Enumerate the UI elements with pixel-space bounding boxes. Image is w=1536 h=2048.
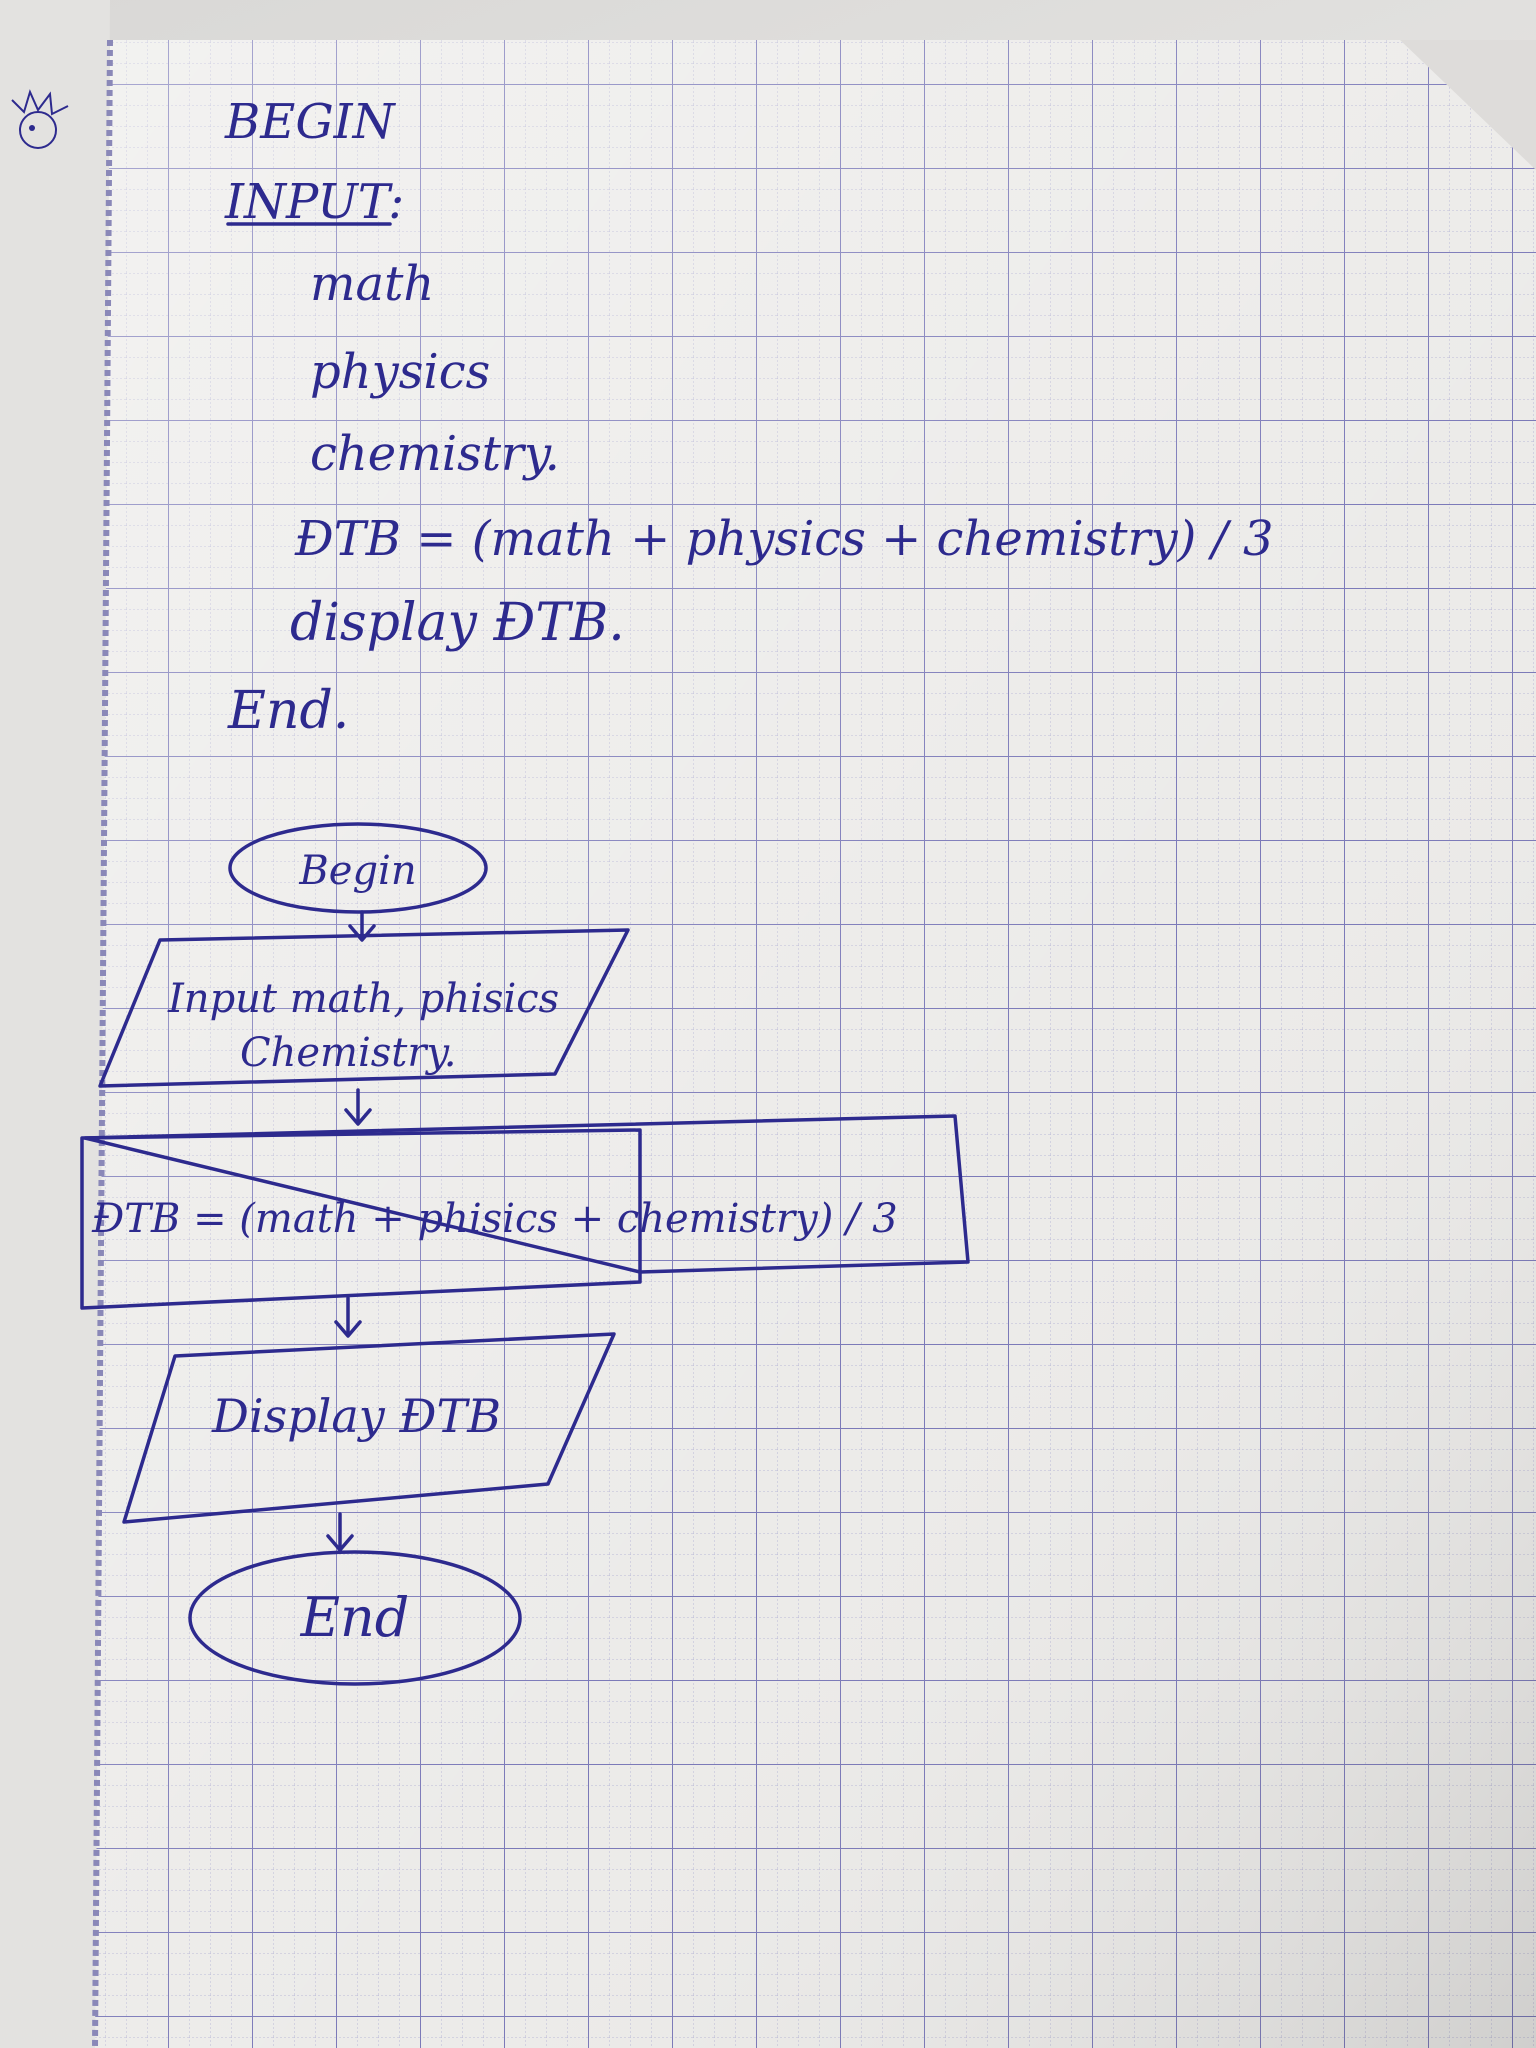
- flow-arrow-3: [334, 1296, 362, 1338]
- flow-arrow-2: [344, 1088, 372, 1126]
- flow-begin-label: Begin: [298, 848, 416, 894]
- page-corner: [1400, 40, 1536, 170]
- flow-output-label: Display ĐTB: [211, 1389, 501, 1443]
- flow-begin-terminal: Begin: [228, 822, 488, 914]
- flow-input-line1: Input math, phisics: [167, 976, 559, 1022]
- flow-arrow-1: [348, 910, 376, 942]
- flow-arrow-4: [326, 1512, 354, 1552]
- notebook-page: [92, 39, 1536, 2048]
- pseudo-formula: ĐTB = (math + physics + chemistry) / 3: [294, 511, 1274, 567]
- flow-input-parallelogram: Input math, phisics Chemistry.: [98, 928, 630, 1088]
- doodle-icon: [11, 89, 69, 149]
- flowchart: Begin Input math, phisics Chemistry.: [80, 822, 970, 1686]
- flow-end-label: End: [300, 1586, 410, 1649]
- flow-input-line2: Chemistry.: [240, 1030, 456, 1076]
- left-page-edge: [0, 0, 110, 2048]
- pseudocode-block: BEGIN INPUT: math physics chemistry. ĐTB…: [224, 94, 1274, 741]
- pseudo-end: End.: [227, 681, 349, 741]
- pseudo-display: display ĐTB.: [290, 593, 625, 653]
- pseudo-physics: physics: [310, 344, 490, 400]
- flow-end-terminal: End: [188, 1550, 522, 1686]
- pseudo-input: INPUT:: [224, 174, 404, 230]
- flow-output-parallelogram: Display ĐTB: [122, 1332, 616, 1524]
- flow-process-box: ĐTB = (math + phisics + chemistry) / 3: [80, 1114, 970, 1310]
- flow-process-label: ĐTB = (math + phisics + chemistry) / 3: [91, 1196, 898, 1242]
- pseudo-math: math: [310, 256, 434, 312]
- pseudo-chemistry: chemistry.: [310, 426, 560, 482]
- pseudo-begin: BEGIN: [224, 94, 397, 150]
